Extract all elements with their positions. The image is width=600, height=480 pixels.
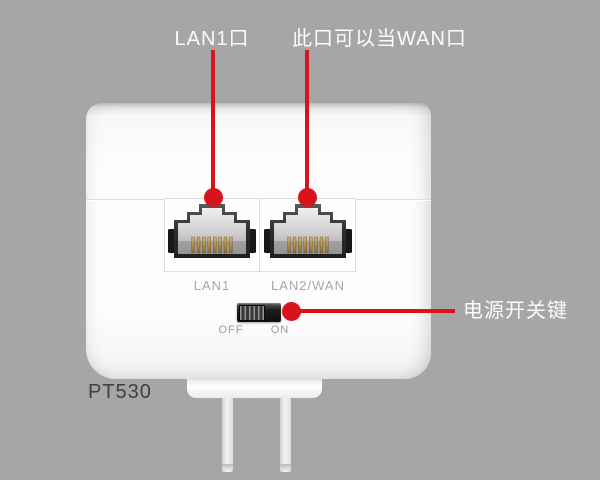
model-label: PT530 [88, 381, 152, 403]
port-label-lan1: LAN1 [193, 278, 231, 293]
switch-off-label: OFF [218, 324, 244, 336]
callout-power-label: 电源开关键 [463, 300, 568, 322]
callout-wan-label: 此口可以当WAN口 [292, 28, 467, 50]
callout-lan1-label: LAN1口 [174, 28, 250, 50]
port-label-lan2-wan: LAN2/WAN [271, 278, 345, 293]
callout-dot-wan [298, 188, 317, 207]
plug-prong-left [222, 398, 233, 472]
callout-dot-power [282, 302, 301, 321]
power-switch-knob [239, 305, 265, 321]
rj45-port-icon [168, 204, 256, 258]
rj45-port-icon [264, 204, 352, 258]
plug-base [187, 379, 322, 398]
callout-dot-lan1 [204, 188, 223, 207]
device-body: LAN1 LAN2/WAN OFF ON [86, 103, 431, 379]
plug-prong-right [280, 398, 291, 472]
callout-line-lan1 [211, 50, 215, 190]
power-switch-icon [237, 303, 281, 322]
callout-line-power [292, 309, 455, 313]
switch-on-label: ON [270, 324, 290, 336]
port-frame-lan2-wan [259, 198, 356, 272]
callout-line-wan [305, 50, 309, 190]
port-frame-lan1 [164, 198, 260, 272]
